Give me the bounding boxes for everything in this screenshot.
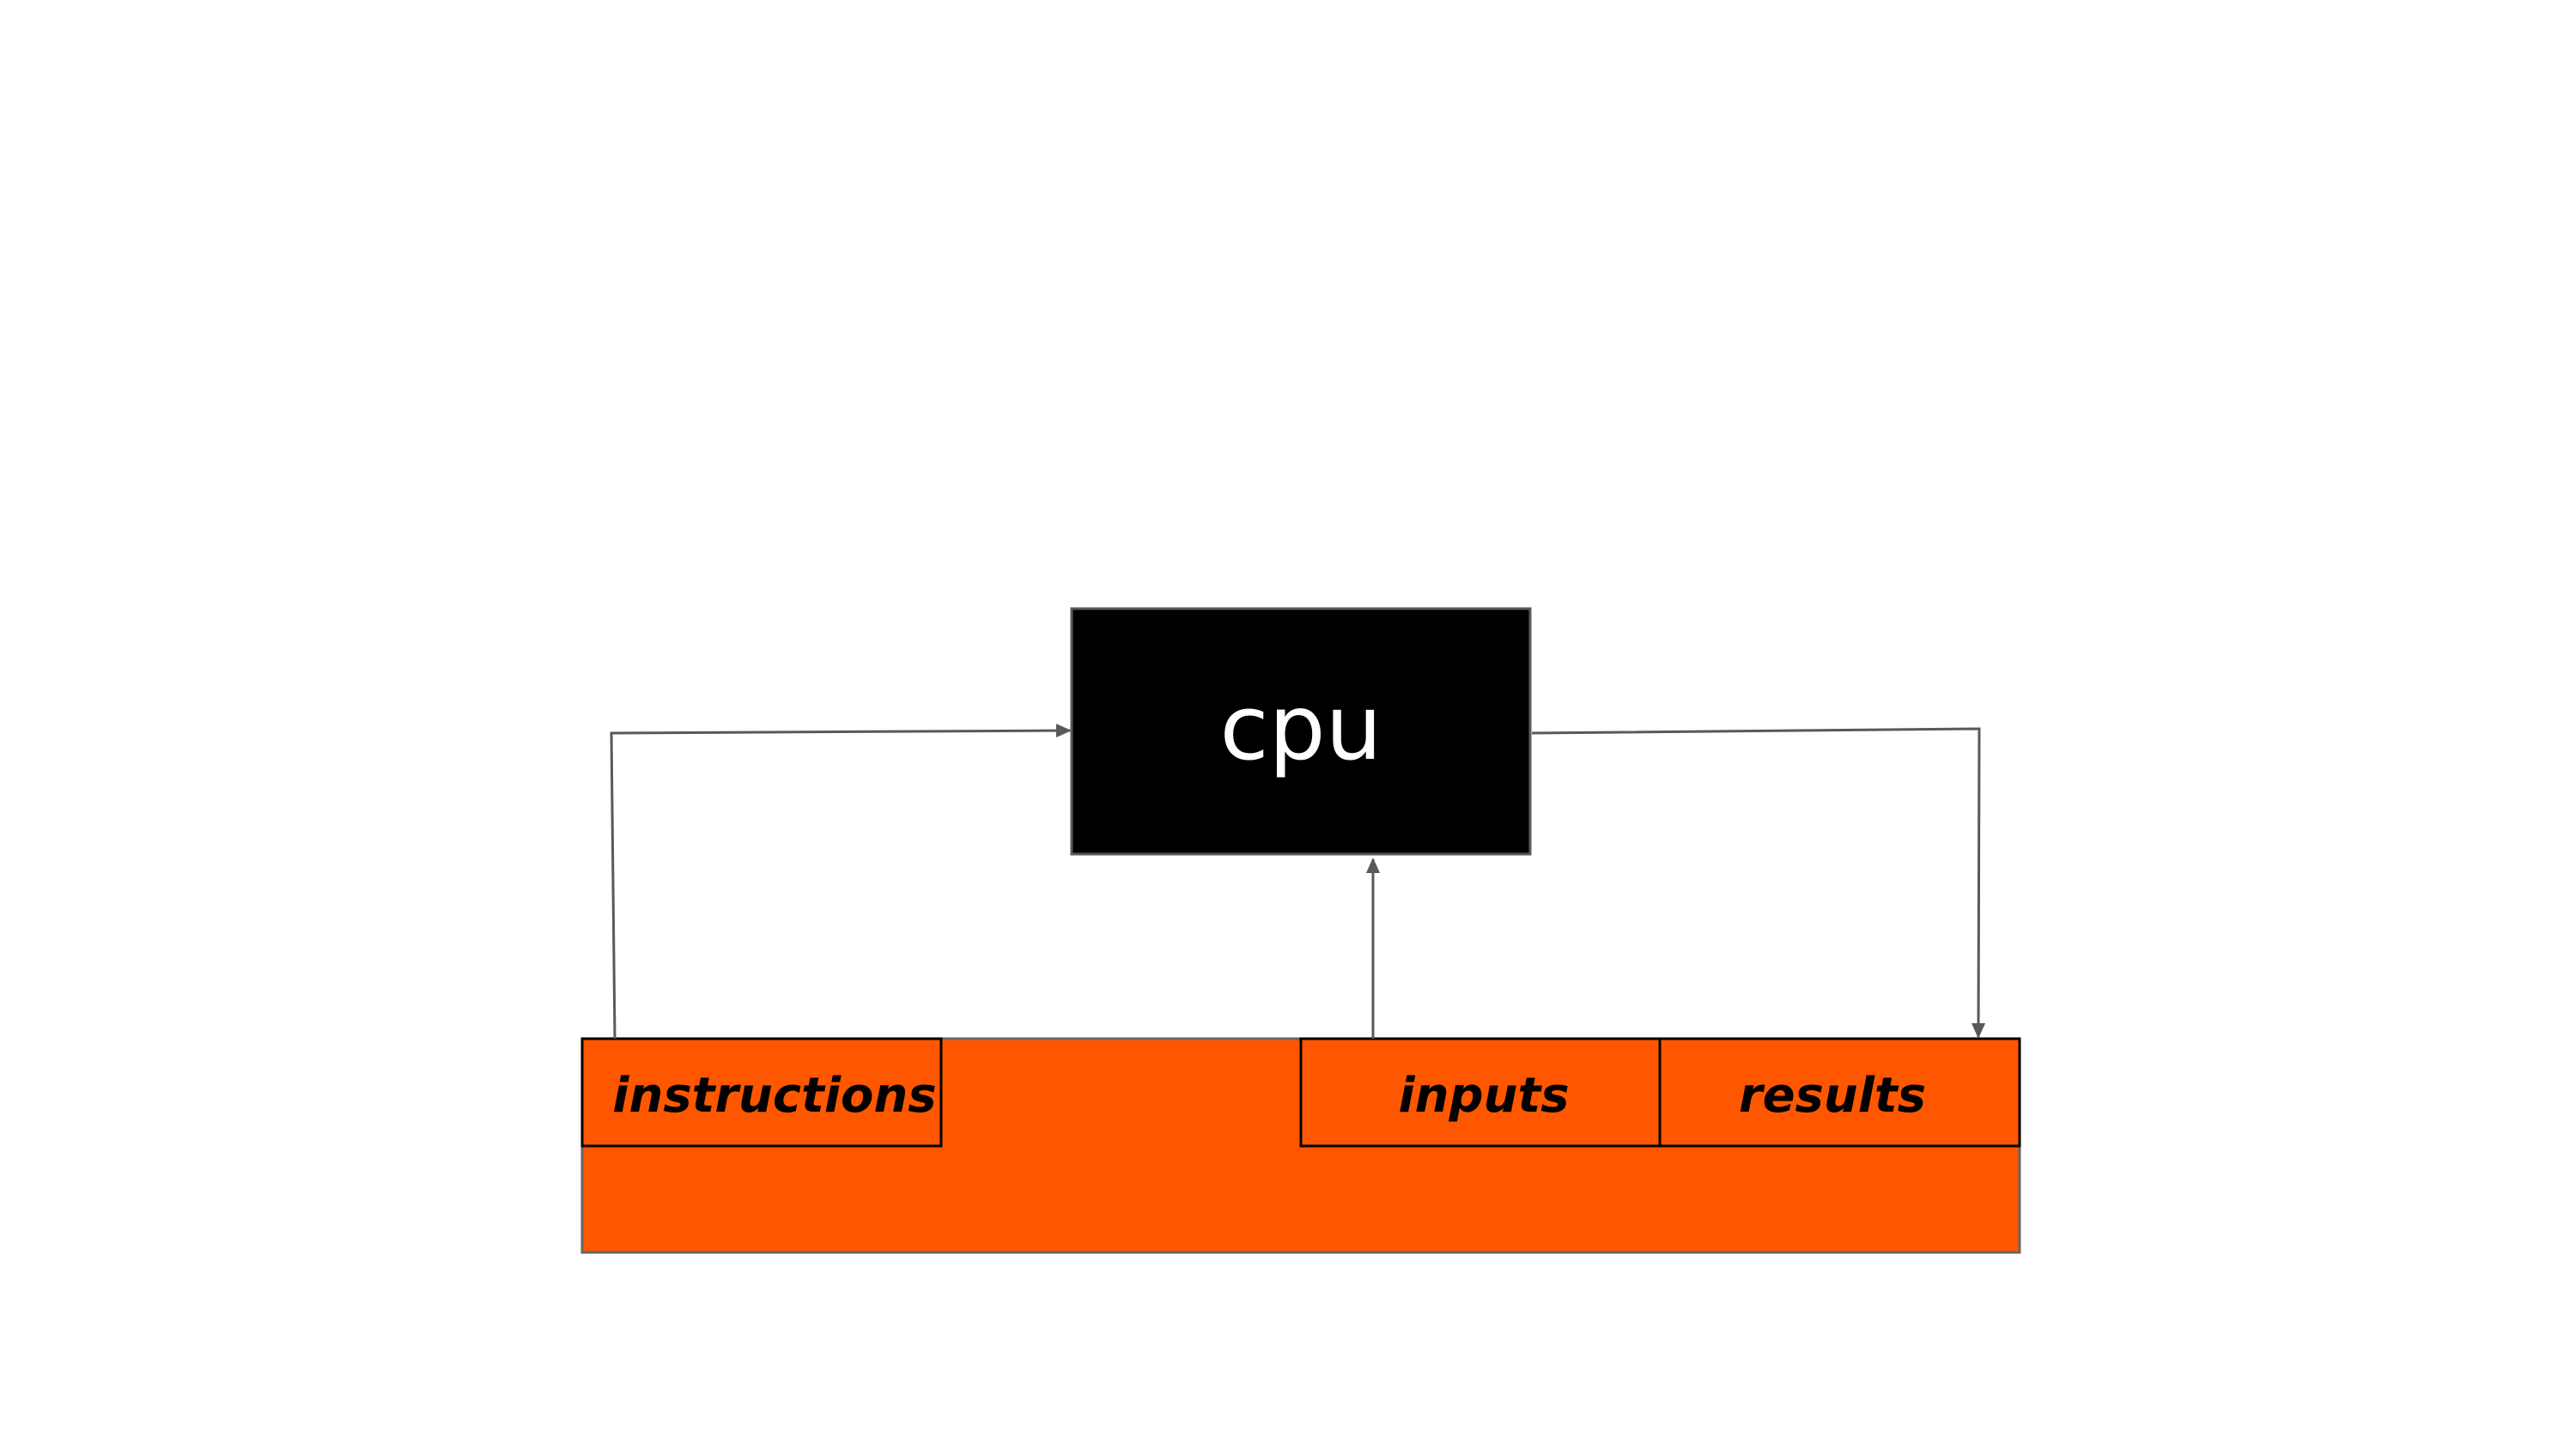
arrow-instructions-to-cpu xyxy=(610,724,1072,1040)
memory-cell-instructions: instructions xyxy=(580,1037,943,1148)
cpu-block: cpu xyxy=(1070,607,1532,856)
memory-block: instructions inputs results xyxy=(580,1037,2021,1254)
arrow-cpu-to-results xyxy=(1531,727,1986,1039)
inputs-cell xyxy=(1299,1037,1662,1148)
inputs-label: inputs xyxy=(1398,1068,1569,1124)
instructions-label: instructions xyxy=(612,1068,936,1124)
results-label: results xyxy=(1739,1068,1926,1124)
results-cell xyxy=(1658,1037,2021,1148)
cpu-box xyxy=(1070,607,1532,856)
memory-cell-inputs: inputs xyxy=(1299,1037,1662,1148)
cpu-label: cpu xyxy=(1219,676,1382,780)
memory-cell-results: results xyxy=(1658,1037,2021,1148)
instructions-cell xyxy=(580,1037,943,1148)
